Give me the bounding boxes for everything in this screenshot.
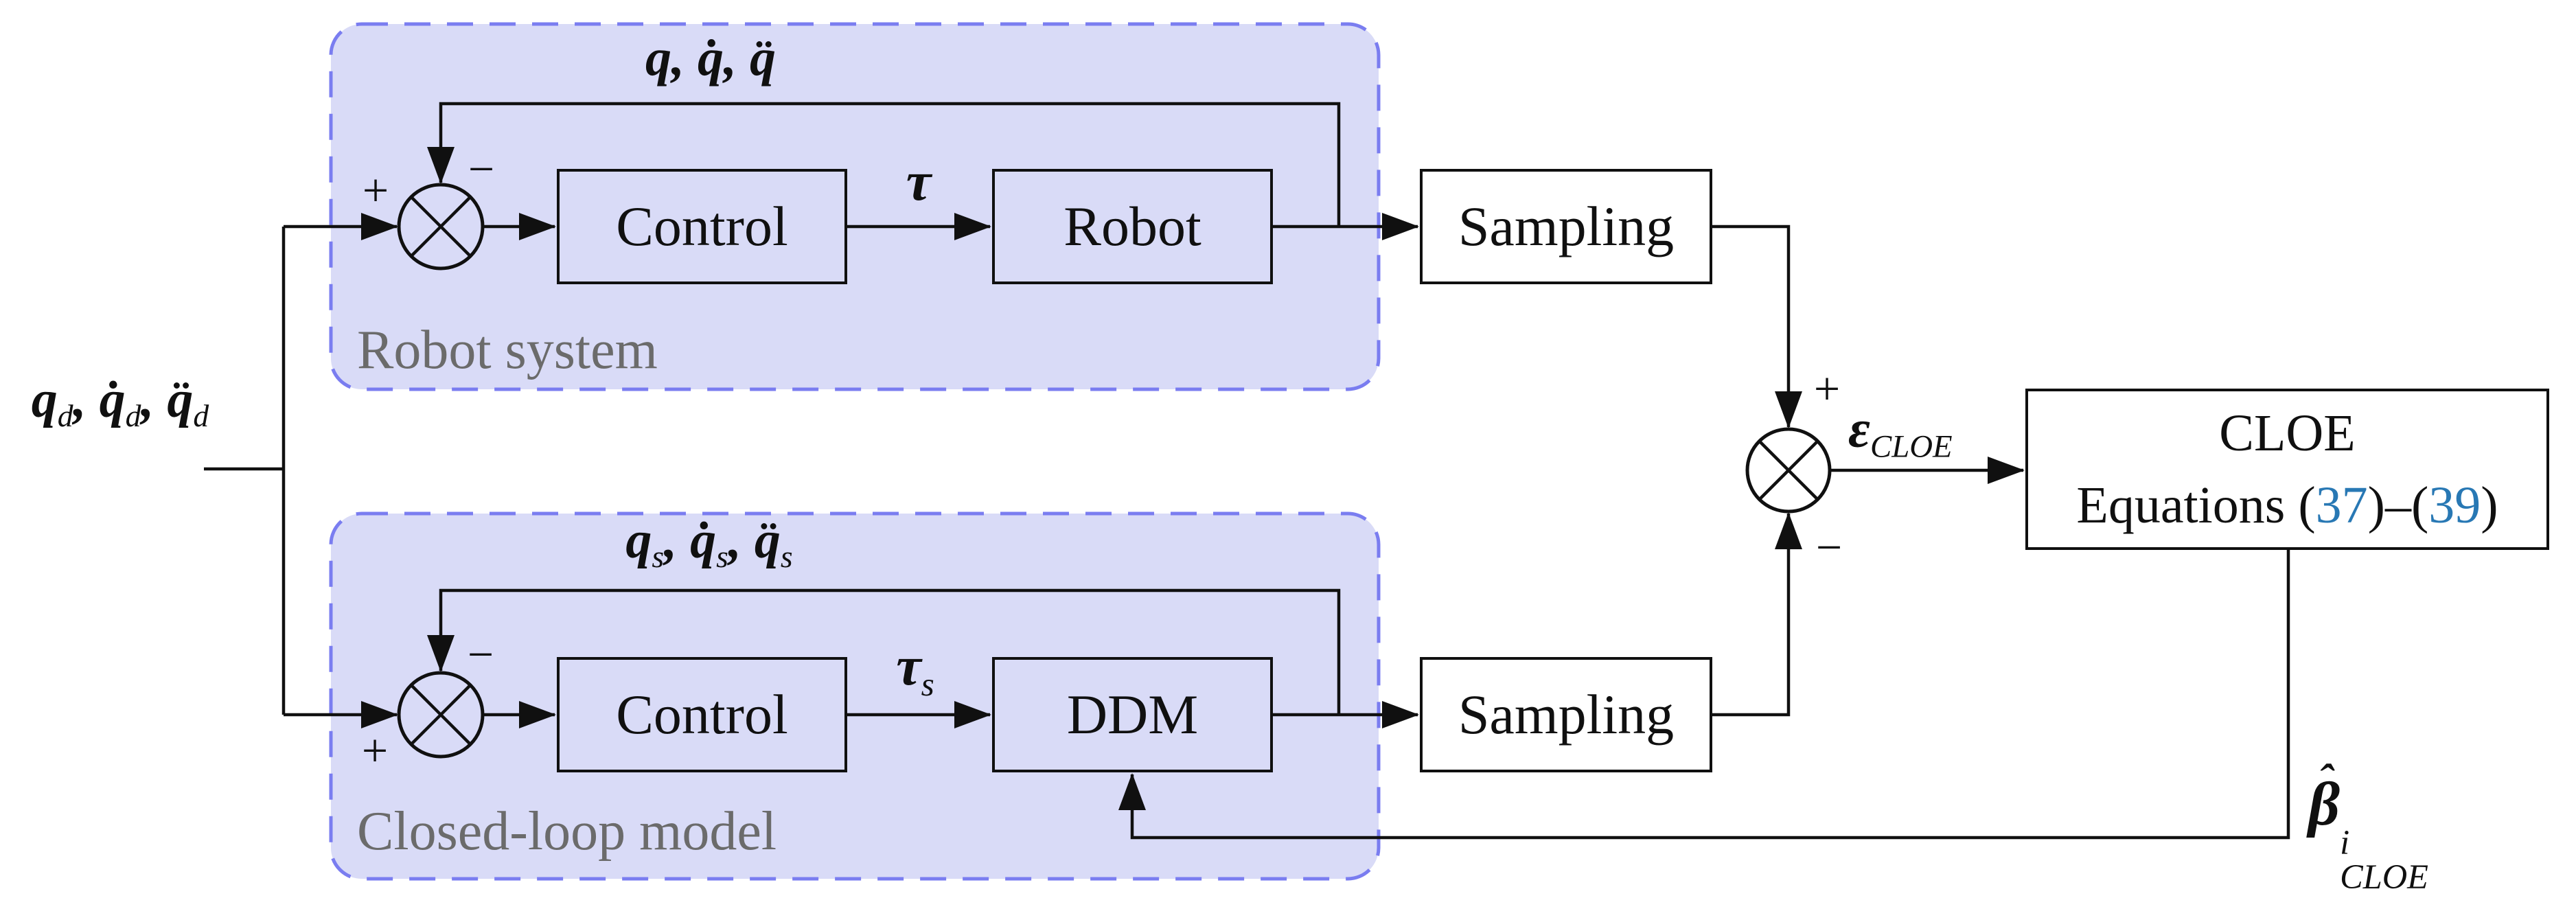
torque-label: τ: [906, 150, 932, 212]
cloe-equations-suffix: ): [2481, 476, 2498, 534]
summing-junction-error-icon: [1745, 427, 1832, 514]
control-top-label: Control: [616, 195, 788, 257]
robot-system-caption: Robot system: [357, 320, 658, 380]
sum3-minus-sign: −: [1815, 521, 1843, 573]
error-signal-label: εCLOE: [1848, 398, 1953, 465]
desired-trajectory-label: qd, q̇d, q̈d: [31, 370, 209, 433]
control-bottom-label: Control: [616, 683, 788, 746]
beta-superscript: i: [2340, 823, 2350, 862]
cloe-equations-line: Equations (37)–(39): [2076, 470, 2498, 542]
closed-loop-model-caption: Closed-loop model: [357, 801, 777, 862]
equation-link-39[interactable]: 39: [2428, 476, 2481, 534]
robot-label: Robot: [1063, 195, 1201, 257]
ddm-label: DDM: [1066, 683, 1199, 746]
robot-block: Robot: [992, 169, 1273, 284]
robot-feedback-line: [427, 102, 1341, 227]
robot-output-label: q, q̇, q̈: [645, 29, 776, 87]
sampling-bottom-block: Sampling: [1420, 657, 1712, 772]
control-top-block: Control: [557, 169, 847, 284]
cloe-equations-mid: )–(: [2367, 476, 2429, 534]
hat-accent: ˆ: [2318, 756, 2333, 806]
model-feedback-line: [427, 588, 1341, 715]
robot-system-panel: [329, 22, 1381, 391]
cloe-equations-block: CLOE Equations (37)–(39): [2025, 389, 2549, 550]
ddm-block: DDM: [992, 657, 1273, 772]
cloe-title: CLOE: [2219, 404, 2356, 462]
sum2-plus-sign: +: [361, 724, 389, 776]
wires: [204, 102, 2290, 840]
equation-link-37[interactable]: 37: [2315, 476, 2368, 534]
sum1-plus-sign: +: [362, 164, 389, 216]
summing-junction-bottom-icon: [397, 671, 485, 759]
summing-junction-top-icon: [397, 183, 485, 271]
sum1-minus-sign: −: [468, 143, 495, 195]
control-bottom-block: Control: [557, 657, 847, 772]
sampling-top-to-sum3-line: [1712, 225, 1802, 428]
model-torque-label: τs: [896, 634, 934, 703]
sampling-bottom-to-sum3-line: [1712, 512, 1802, 717]
closed-loop-model-panel: [329, 511, 1381, 881]
sum2-minus-sign: −: [467, 628, 494, 680]
model-output-label: qs, q̇s, q̈s: [625, 511, 793, 574]
sampling-bottom-label: Sampling: [1458, 683, 1675, 746]
sampling-top-block: Sampling: [1420, 169, 1712, 284]
sampling-top-label: Sampling: [1458, 195, 1675, 257]
beta-subscript: CLOE: [2340, 858, 2428, 897]
cloe-equations-prefix: Equations (: [2076, 476, 2316, 534]
beta-feedback-line: [1118, 550, 2290, 840]
sum3-plus-sign: +: [1813, 363, 1841, 415]
